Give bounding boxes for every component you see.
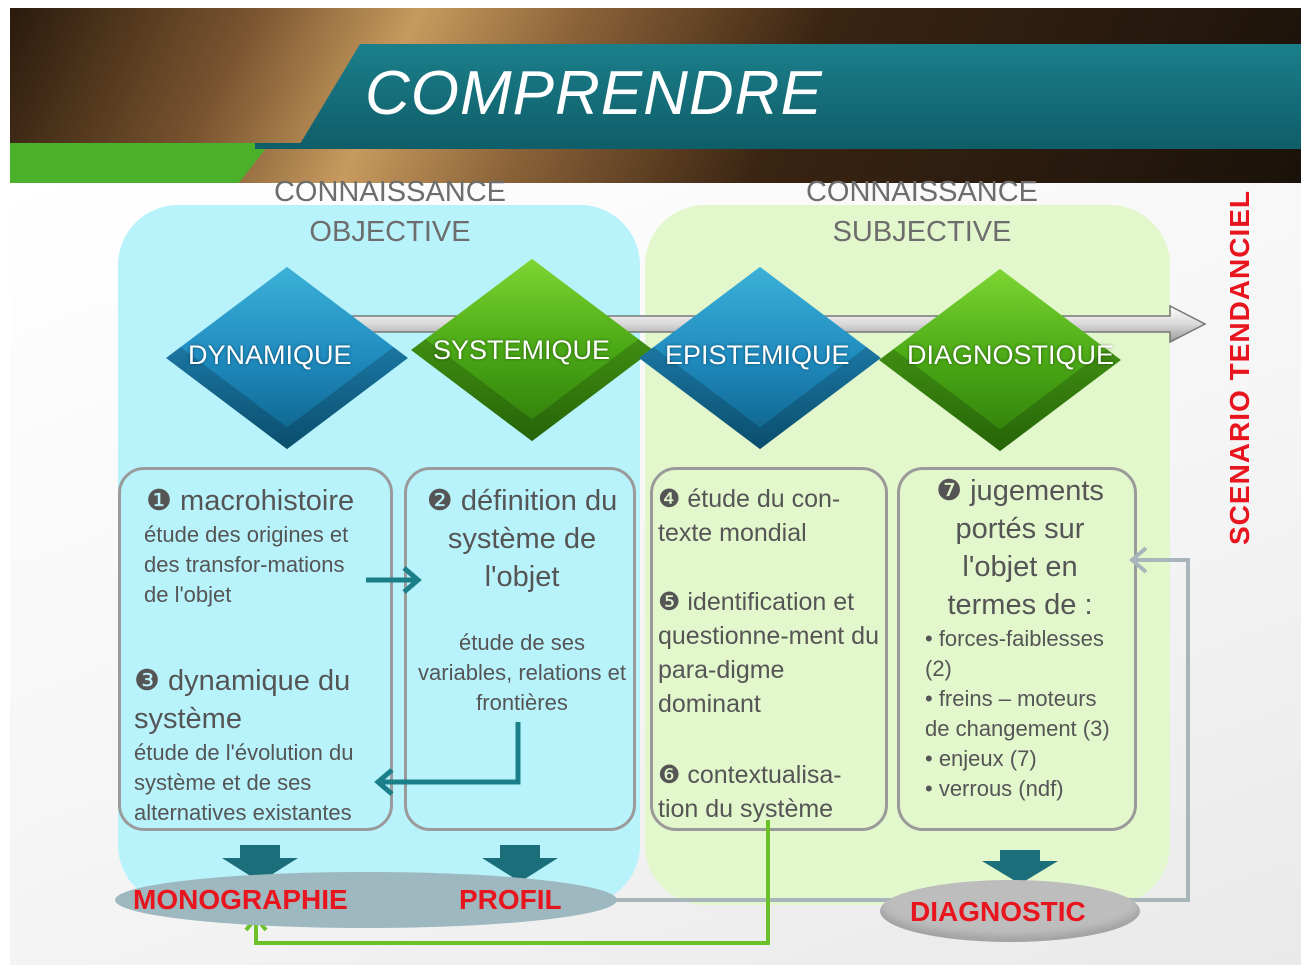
box2-heading: ❷ définition du système de l'objet <box>426 485 618 593</box>
page-title: COMPRENDRE <box>365 59 823 128</box>
objective-heading-line1: CONNAISSANCE <box>273 176 507 208</box>
arrow-definition-to-dynamique <box>374 722 521 796</box>
box1-heading-dynamique: ❸ dynamique du système <box>134 665 351 735</box>
subjective-heading-line2: SUBJECTIVE <box>832 216 1012 248</box>
output-profil: PROFIL <box>459 884 562 915</box>
box2-text: étude de ses variables, relations et fro… <box>418 630 626 715</box>
box4-item: • enjeux (7) <box>925 746 1037 771</box>
output-oval-diagnostic <box>880 880 1140 942</box>
box-definition <box>404 467 636 831</box>
down-arrow-monographie <box>222 845 298 882</box>
box1-text-dynamique: étude de l'évolution du système et de se… <box>134 740 354 825</box>
box-macrohistoire <box>118 467 393 831</box>
objective-heading: CONNAISSANCE OBJECTIVE <box>210 172 570 252</box>
objective-heading-line2: OBJECTIVE <box>309 216 471 248</box>
header-stripe <box>255 143 1301 149</box>
cube-label-dynamique: DYNAMIQUE <box>188 340 352 370</box>
box3-p3: ❻ contextualisa-tion du système <box>658 761 842 823</box>
box4-item: • forces-faiblesses (2) <box>925 626 1104 681</box>
box4-list: • forces-faiblesses (2) • freins – moteu… <box>925 624 1125 804</box>
output-oval-monographie <box>115 872 617 928</box>
cube-label-diagnostique: DIAGNOSTIQUE <box>907 340 1115 370</box>
box1-heading: ❶ macrohistoire <box>146 485 355 517</box>
subjective-heading: CONNAISSANCE SUBJECTIVE <box>742 172 1102 252</box>
header-title-band <box>300 44 1301 144</box>
cube-label-systemique: SYSTEMIQUE <box>433 335 611 365</box>
output-diagnostic: DIAGNOSTIC <box>910 896 1086 927</box>
box-diagnostique <box>897 467 1137 831</box>
box4-item: • freins – moteurs de changement (3) <box>925 686 1110 741</box>
down-arrow-profil <box>482 845 558 882</box>
subjective-heading-line1: CONNAISSANCE <box>805 176 1039 208</box>
box4-heading: ❼ jugements portés sur l'objet en termes… <box>936 475 1104 621</box>
box4-item: • verrous (ndf) <box>925 776 1064 801</box>
cube-label-epistemique: EPISTEMIQUE <box>665 340 850 370</box>
arrow-feedback-loop <box>610 546 1190 902</box>
arrow-macrohistoire-to-definition <box>366 566 422 594</box>
box3-p1: ❹ étude du con-texte mondial <box>658 485 841 547</box>
box3-p2: ❺ identification et questionne-ment du p… <box>658 588 879 718</box>
down-arrow-diagnostic <box>982 850 1058 884</box>
output-monographie: MONOGRAPHIE <box>133 884 348 915</box>
header-green-accent <box>10 143 270 183</box>
box1-text: étude des origines et des transfor-matio… <box>144 522 349 607</box>
